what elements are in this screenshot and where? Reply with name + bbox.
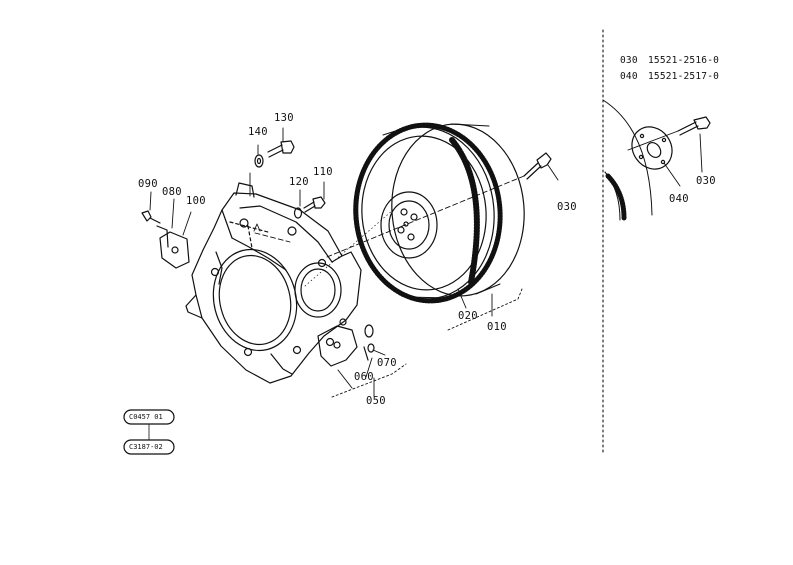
callout-070: 070: [377, 357, 397, 369]
parts-list-row-2-partno: 15521-2517-0: [648, 71, 720, 82]
parts-list-row-1-ref: 030: [620, 55, 638, 66]
cover-plate: [141, 210, 190, 269]
bolt-030: [523, 152, 552, 180]
callout-090: 090: [138, 178, 158, 190]
detail-view-plate: [602, 99, 673, 221]
detail-callout-040: 040: [669, 193, 689, 205]
callout-030: 030: [557, 201, 577, 213]
callout-110: 110: [313, 166, 333, 178]
flywheel: [353, 122, 525, 304]
bolt-130: [254, 140, 295, 168]
parts-list-row-2-ref: 040: [620, 71, 638, 82]
callout-010: 010: [487, 321, 507, 333]
bolt-110: [293, 196, 326, 219]
detail-bolt: [677, 116, 711, 136]
callout-060: 060: [354, 371, 374, 383]
construction-line: [304, 209, 394, 287]
leader-lines: [149, 127, 703, 398]
stamp-1: C0457 01: [129, 413, 163, 421]
callout-050: 050: [366, 395, 386, 407]
callout-140: 140: [248, 126, 268, 138]
detail-callout-030: 030: [696, 175, 716, 187]
callout-020: 020: [458, 310, 478, 322]
stamp-2: C3187-02: [129, 443, 163, 451]
flywheel-housing: [185, 182, 362, 384]
parts-list-row-1-partno: 15521-2516-0: [648, 55, 720, 66]
callout-120: 120: [289, 176, 309, 188]
callout-130: 130: [274, 112, 294, 124]
callout-100: 100: [186, 195, 206, 207]
plug-070: [363, 324, 375, 361]
callout-080: 080: [162, 186, 182, 198]
